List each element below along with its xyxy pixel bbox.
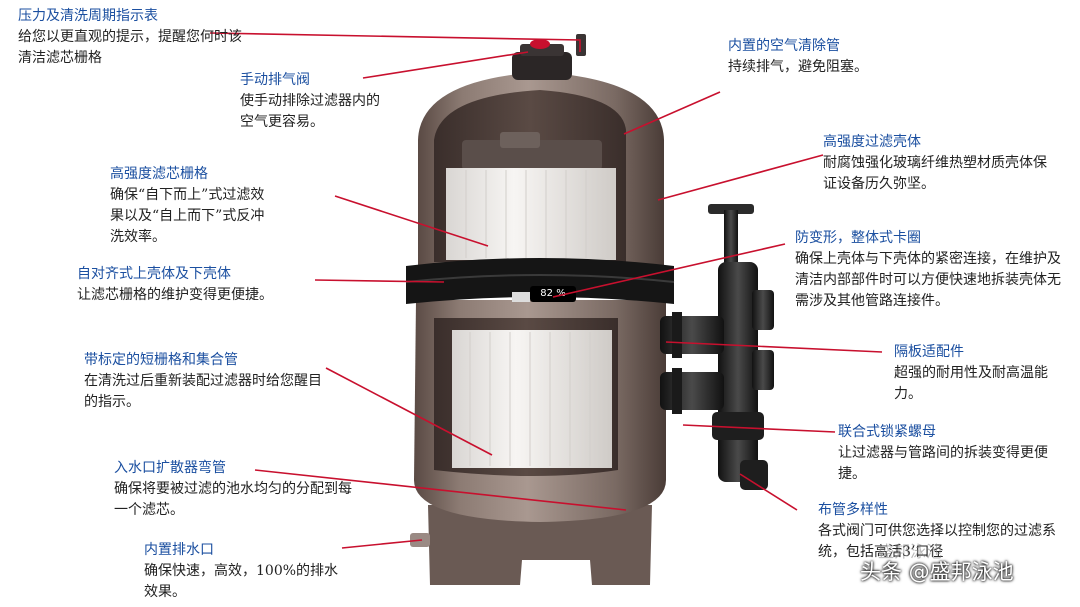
leader-manifold <box>325 367 493 456</box>
watermark: 头条 @盛邦泳池 <box>860 560 1014 584</box>
lower-cartridge <box>452 330 612 468</box>
label-grid: 高强度滤芯栅格 确保“自下而上”式过滤效果以及“自上而下”式反冲洗效率。 <box>110 164 268 248</box>
leader-gauge <box>209 32 581 52</box>
grid-hub <box>462 140 602 170</box>
label-union-desc: 让过滤器与管路间的拆装变得更便捷。 <box>838 445 1048 482</box>
label-clamp-title: 防变形，整体式卡圈 <box>795 230 921 246</box>
label-diffuser-desc: 确保将要被过滤的池水均匀的分配到每一个滤芯。 <box>114 481 352 518</box>
leader-clamp <box>552 243 786 298</box>
label-manifold-desc: 在清洗过后重新装配过滤器时给您醒目的指示。 <box>84 373 322 410</box>
union-nut <box>712 412 764 440</box>
leader-union <box>682 424 836 433</box>
leader-plumbing <box>739 473 798 511</box>
label-grid-title: 高强度滤芯栅格 <box>110 166 208 182</box>
label-clamp-desc: 确保上壳体与下壳体的紧密连接，在维护及清洁内部部件时可以方便快速地拆装壳体无需涉… <box>795 251 1061 309</box>
leader-manual-valve <box>362 51 529 79</box>
leader-grid <box>334 195 489 247</box>
label-manual-valve-title: 手动排气阀 <box>240 72 310 88</box>
label-tank-desc: 耐腐蚀强化玻璃纤维热塑材质壳体保证设备历久弥坚。 <box>823 155 1047 192</box>
label-air-relief-title: 内置的空气清除管 <box>728 38 840 54</box>
label-air-relief-desc: 持续排气，避免阻塞。 <box>728 59 868 75</box>
leader-self-align <box>314 279 445 283</box>
label-bulkhead-desc: 超强的耐用性及耐高温能力。 <box>894 365 1048 402</box>
label-tank-title: 高强度过滤壳体 <box>823 134 921 150</box>
label-grid-desc: 确保“自下而上”式过滤效果以及“自上而下”式反冲洗效率。 <box>110 187 265 245</box>
label-bulkhead-title: 隔板适配件 <box>894 344 964 360</box>
leader-bulkhead <box>665 341 883 353</box>
leader-diffuser <box>254 469 627 511</box>
label-air-relief: 内置的空气清除管 持续排气，避免阻塞。 <box>728 36 918 78</box>
tank-base <box>428 505 652 585</box>
label-manual-valve-desc: 使手动排除过滤器内的空气更容易。 <box>240 93 380 130</box>
leader-tank <box>657 154 824 201</box>
label-union-title: 联合式锁紧螺母 <box>838 424 936 440</box>
leader-air-relief <box>623 91 721 135</box>
label-plumbing-desc: 各式阀门可供您选择以控制您的过滤系统，包括高活3’口径 <box>818 523 1056 560</box>
label-plumbing-title: 布管多样性 <box>818 502 888 518</box>
label-self-align-desc: 让滤芯栅格的维护变得更便捷。 <box>77 287 273 303</box>
label-manual-valve: 手动排气阀 使手动排除过滤器内的空气更容易。 <box>240 70 390 133</box>
label-tank: 高强度过滤壳体 耐腐蚀强化玻璃纤维热塑材质壳体保证设备历久弥坚。 <box>823 132 1053 195</box>
pipe-handle <box>708 204 754 214</box>
label-bulkhead: 隔板适配件 超强的耐用性及耐高温能力。 <box>894 342 1054 405</box>
gauge-dial <box>530 39 550 49</box>
leader-drain <box>341 539 423 549</box>
label-gauge: 压力及清洗周期指示表 给您以更直观的提示，提醒您何时该清洁滤芯栅格 <box>18 6 243 69</box>
label-gauge-desc: 给您以更直观的提示，提醒您何时该清洁滤芯栅格 <box>18 29 242 66</box>
label-self-align: 自对齐式上壳体及下壳体 让滤芯栅格的维护变得更便捷。 <box>77 264 307 306</box>
gauge-reading: 82 % <box>540 288 566 299</box>
watermark-faint: 盛邦泳池 <box>878 542 943 561</box>
label-union: 联合式锁紧螺母 让过滤器与管路间的拆装变得更便捷。 <box>838 422 1063 485</box>
clamp-display <box>530 286 576 302</box>
top-cap <box>512 52 572 80</box>
label-manifold-title: 带标定的短栅格和集合管 <box>84 352 238 368</box>
clamp-ring <box>406 258 674 304</box>
label-diffuser-title: 入水口扩散器弯管 <box>114 460 226 476</box>
label-drain-desc: 确保快速，高效，100%的排水效果。 <box>144 563 339 600</box>
label-clamp: 防变形，整体式卡圈 确保上壳体与下壳体的紧密连接，在维护及清洁内部部件时可以方便… <box>795 228 1065 312</box>
label-gauge-title: 压力及清洗周期指示表 <box>18 8 158 24</box>
label-plumbing: 布管多样性 各式阀门可供您选择以控制您的过滤系统，包括高活3’口径 <box>818 500 1063 563</box>
upper-cartridge <box>446 168 616 260</box>
label-manifold: 带标定的短栅格和集合管 在清洗过后重新装配过滤器时给您醒目的指示。 <box>84 350 324 413</box>
label-self-align-title: 自对齐式上壳体及下壳体 <box>77 266 231 282</box>
label-diffuser: 入水口扩散器弯管 确保将要被过滤的池水均匀的分配到每一个滤芯。 <box>114 458 354 521</box>
label-drain: 内置排水口 确保快速，高效，100%的排水效果。 <box>144 540 349 603</box>
label-drain-title: 内置排水口 <box>144 542 214 558</box>
